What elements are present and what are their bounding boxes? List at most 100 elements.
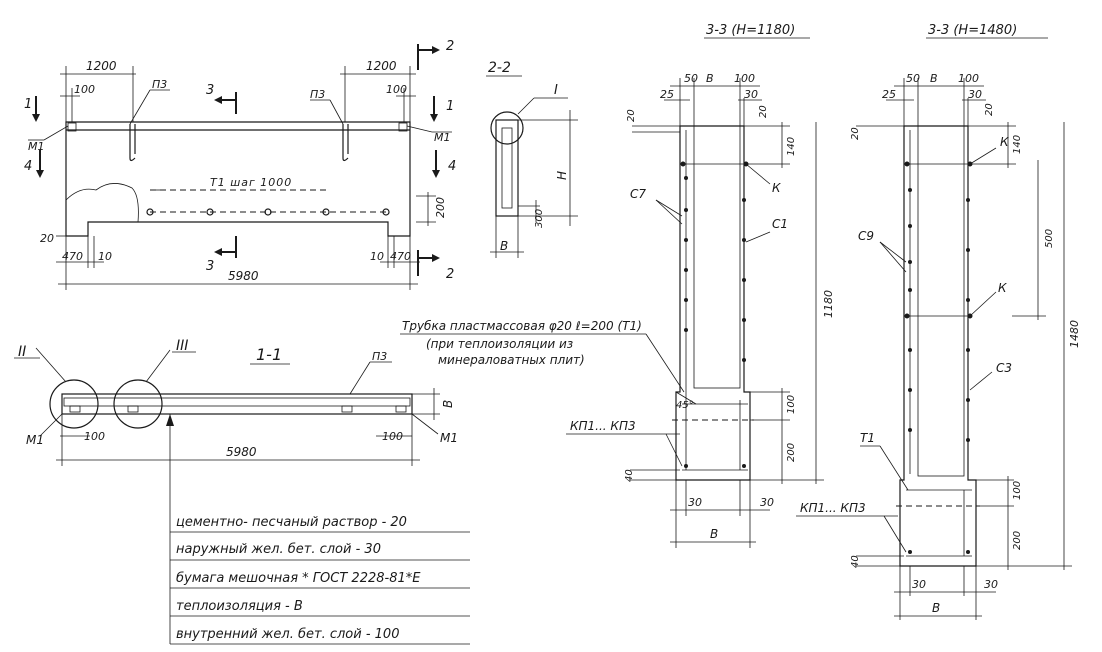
s1180-rebar-dots bbox=[684, 176, 746, 468]
section-2-2-dim-b: В bbox=[500, 239, 508, 253]
s1480-dim-40: 40 bbox=[850, 555, 861, 568]
section-2-2-title: 2-2 bbox=[488, 60, 511, 76]
section-3-3-h1180: 3-3 (Н=1180) bbox=[566, 23, 835, 548]
elev-label-m1-left: М1 bbox=[28, 140, 45, 153]
section-1-1-callout-3: III bbox=[176, 338, 188, 354]
svg-text:1: 1 bbox=[446, 99, 454, 114]
s1480-dim-b-bottom: В bbox=[932, 601, 940, 615]
s1480-label-kp: КП1... КП3 bbox=[800, 501, 866, 515]
elev-t1-note: Т1 шаг 1000 bbox=[210, 176, 292, 189]
s1480-label-k2: К bbox=[998, 281, 1007, 295]
cut-marker-1-left: 1 bbox=[24, 96, 40, 122]
s1180-dim-100-mid: 100 bbox=[786, 395, 797, 414]
layer-1: цементно- песчаный раствор - 20 bbox=[176, 515, 407, 530]
elev-dim-470-left: 470 bbox=[62, 250, 83, 263]
s1180-dim-20-left: 20 bbox=[626, 109, 637, 122]
s1480-dim-50: 50 bbox=[906, 72, 920, 85]
s1480-rebar-dots bbox=[908, 188, 970, 554]
tube-note-line3: минераловатных плит) bbox=[438, 353, 585, 367]
tube-note: Трубка пластмассовая φ20 ℓ=200 (Т1) (при… bbox=[400, 319, 685, 393]
tube-note-line2: (при теплоизоляции из bbox=[426, 337, 573, 351]
s1480-dim-20-left: 20 bbox=[850, 127, 861, 140]
s1180-dim-b-bottom: В bbox=[710, 527, 718, 541]
s1180-dim-b-top: В bbox=[706, 72, 714, 85]
elev-label-p3-left: П3 bbox=[152, 78, 167, 91]
section-1-1-p3: П3 bbox=[372, 350, 387, 363]
cut-marker-2-bottom: 2 bbox=[417, 250, 454, 282]
elev-dim-20: 20 bbox=[40, 232, 54, 245]
s1180-label-k: К bbox=[772, 181, 781, 195]
section-1-1-dim-b: В bbox=[441, 400, 455, 408]
svg-text:3: 3 bbox=[206, 259, 214, 274]
section-2-2-dim-300: 300 bbox=[534, 209, 545, 228]
svg-text:2: 2 bbox=[446, 267, 454, 282]
s1480-label-c9: С9 bbox=[858, 229, 874, 243]
s1180-dim-30-top: 30 bbox=[744, 88, 758, 101]
s1480-dim-20-right: 20 bbox=[984, 103, 995, 116]
layer-3: бумага мешочная * ГОСТ 2228-81*Е bbox=[176, 571, 421, 586]
elev-dim-100-right: 100 bbox=[386, 83, 407, 96]
s1480-dim-100-mid: 100 bbox=[1012, 481, 1023, 500]
s1480-dim-30-br: 30 bbox=[984, 578, 998, 591]
elev-dim-5980: 5980 bbox=[228, 269, 259, 283]
section-1-1-callout-2: II bbox=[18, 344, 26, 360]
cut-marker-2-top: 2 bbox=[417, 39, 454, 70]
elev-dim-1200-right: 1200 bbox=[366, 59, 397, 73]
s1480-dim-100-top: 100 bbox=[958, 72, 979, 85]
s1180-dim-30-bl: 30 bbox=[688, 496, 702, 509]
s1480-label-k1: К bbox=[1000, 135, 1009, 149]
s1480-dim-1480: 1480 bbox=[1068, 320, 1081, 348]
s1180-angle: 45° bbox=[676, 400, 694, 411]
layer-4: теплоизоляция - В bbox=[176, 599, 303, 614]
elev-dim-10-left: 10 bbox=[98, 250, 112, 263]
section-1-1: 1-1 II III П3 М1 М1 100 100 5980 В bbox=[14, 338, 458, 520]
section-1-1-m1-left: М1 bbox=[26, 433, 44, 447]
section-2-2-callout: I bbox=[554, 83, 558, 98]
s1180-label-c7: С7 bbox=[630, 187, 646, 201]
elev-dim-200: 200 bbox=[434, 197, 447, 218]
s1480-dim-200: 200 bbox=[1012, 531, 1023, 550]
elev-dim-10-right: 10 bbox=[370, 250, 384, 263]
s1180-dim-40: 40 bbox=[624, 469, 635, 482]
elev-dim-1200-left: 1200 bbox=[86, 59, 117, 73]
layer-2: наружный жел. бет. слой - 30 bbox=[176, 542, 381, 557]
s1180-title: 3-3 (Н=1180) bbox=[706, 23, 795, 38]
svg-text:3: 3 bbox=[206, 83, 214, 98]
s1180-dim-30-br: 30 bbox=[760, 496, 774, 509]
tube-note-line1: Трубка пластмассовая φ20 ℓ=200 (Т1) bbox=[402, 319, 642, 333]
cut-marker-1-right: 1 bbox=[430, 96, 454, 122]
elev-dim-470-right: 470 bbox=[390, 250, 411, 263]
elev-label-p3-right: П3 bbox=[310, 88, 325, 101]
cut-marker-3-bottom: 3 bbox=[206, 236, 237, 274]
s1480-dim-140: 140 bbox=[1012, 135, 1023, 154]
s1180-dim-100-top: 100 bbox=[734, 72, 755, 85]
cut-marker-3-top: 3 bbox=[206, 83, 237, 114]
layer-5: внутренний жел. бет. слой - 100 bbox=[176, 627, 399, 642]
section-3-3-h1480: 3-3 (Н=1480) bbox=[796, 23, 1081, 620]
svg-text:1: 1 bbox=[24, 97, 32, 112]
panel-elevation: 1200 1200 100 100 П3 П3 М1 М1 Т1 шаг 100… bbox=[24, 39, 456, 290]
s1180-label-kp: КП1... КП3 bbox=[570, 419, 636, 433]
s1180-dim-140: 140 bbox=[786, 137, 797, 156]
s1480-dim-30-top: 30 bbox=[968, 88, 982, 101]
section-1-1-dim-100-left: 100 bbox=[84, 430, 105, 443]
s1180-dim-20-right: 20 bbox=[758, 105, 769, 118]
section-2-2: 2-2 I Н 300 В bbox=[486, 60, 578, 258]
layers-legend: цементно- песчаный раствор - 20 наружный… bbox=[169, 515, 470, 645]
s1180-label-c1: С1 bbox=[772, 217, 788, 231]
svg-text:4: 4 bbox=[24, 159, 32, 174]
s1180-dim-25: 25 bbox=[660, 88, 674, 101]
cut-marker-4-right: 4 bbox=[432, 150, 456, 178]
s1480-dim-b-top: В bbox=[930, 72, 938, 85]
svg-text:4: 4 bbox=[448, 159, 456, 174]
section-1-1-m1-right: М1 bbox=[440, 431, 458, 445]
s1480-label-c3: С3 bbox=[996, 361, 1012, 375]
section-2-2-dim-h: Н bbox=[555, 171, 569, 180]
s1480-title: 3-3 (Н=1480) bbox=[928, 23, 1017, 38]
section-1-1-dim-5980: 5980 bbox=[226, 445, 257, 459]
section-1-1-dim-100-right: 100 bbox=[382, 430, 403, 443]
section-1-1-title: 1-1 bbox=[256, 345, 282, 364]
elev-label-m1-right: М1 bbox=[434, 131, 451, 144]
s1480-dim-25: 25 bbox=[882, 88, 896, 101]
